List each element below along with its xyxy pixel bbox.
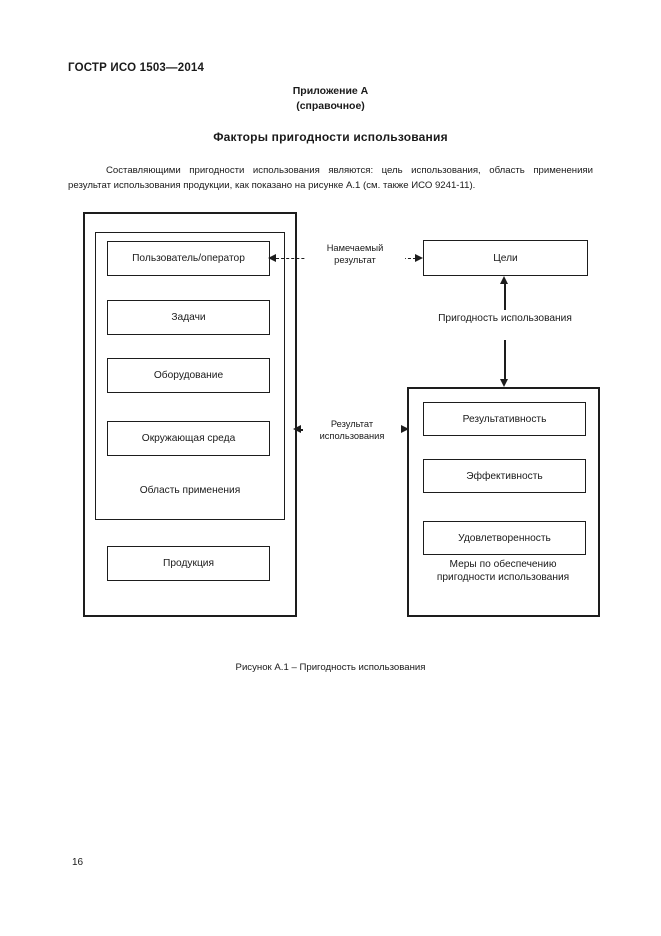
node-goals: Цели	[423, 240, 588, 276]
usability-arrow-up-shaft	[504, 282, 506, 310]
scope-of-application-box	[95, 232, 285, 520]
node-tasks: Задачи	[107, 300, 270, 335]
intended-outcome-arrow-head-left	[268, 254, 276, 262]
measures-line-2: пригодности использования	[436, 572, 570, 583]
intended-outcome-line-1: Намечаемый	[326, 243, 384, 253]
label-scope-of-application: Область применения	[139, 485, 241, 496]
measures-line-1: Меры по обеспечению	[449, 559, 557, 570]
use-result-arrow-head-right	[401, 425, 409, 433]
page-number: 16	[72, 857, 84, 868]
usability-arrow-down-head	[500, 379, 508, 387]
node-satisfaction: Удовлетворенность	[423, 521, 586, 555]
annex-heading: Приложение А (справочное)	[0, 84, 661, 114]
annex-label: Приложение А	[292, 85, 369, 97]
intended-outcome-line-2: результат	[334, 255, 376, 265]
body-paragraph: Составляющими пригодности использования …	[68, 165, 593, 191]
caption-use-result: Результат использования	[303, 418, 401, 442]
figure-caption: Рисунок А.1 – Пригодность использования	[235, 662, 426, 673]
context-of-use-group	[83, 212, 297, 617]
annex-type: (справочное)	[296, 100, 365, 112]
node-equipment: Оборудование	[107, 358, 270, 393]
usability-arrow-down-shaft	[504, 340, 506, 381]
page-title: Факторы пригодности использования	[213, 130, 448, 144]
usability-arrow-up-head	[500, 276, 508, 284]
use-result-line-1: Результат	[330, 419, 374, 429]
label-usability: Пригодность использования	[438, 313, 572, 324]
node-efficiency: Эффективность	[423, 459, 586, 493]
use-result-arrow-shaft	[300, 429, 404, 431]
use-result-line-2: использования	[319, 431, 385, 441]
label-usability-measures: Меры по обеспечению пригодности использо…	[410, 558, 596, 584]
intended-outcome-dashed-shaft	[276, 258, 416, 259]
use-result-arrow-head-left	[293, 425, 301, 433]
standard-header: ГОСТР ИСО 1503—2014	[68, 62, 205, 74]
node-product: Продукция	[107, 546, 270, 581]
node-environment: Окружающая среда	[107, 421, 270, 456]
intended-outcome-arrow-head-right	[415, 254, 423, 262]
caption-intended-outcome: Намечаемый результат	[305, 242, 405, 266]
node-effectiveness: Результативность	[423, 402, 586, 436]
usability-measures-group	[407, 387, 600, 617]
node-user-operator: Пользователь/оператор	[107, 241, 270, 276]
